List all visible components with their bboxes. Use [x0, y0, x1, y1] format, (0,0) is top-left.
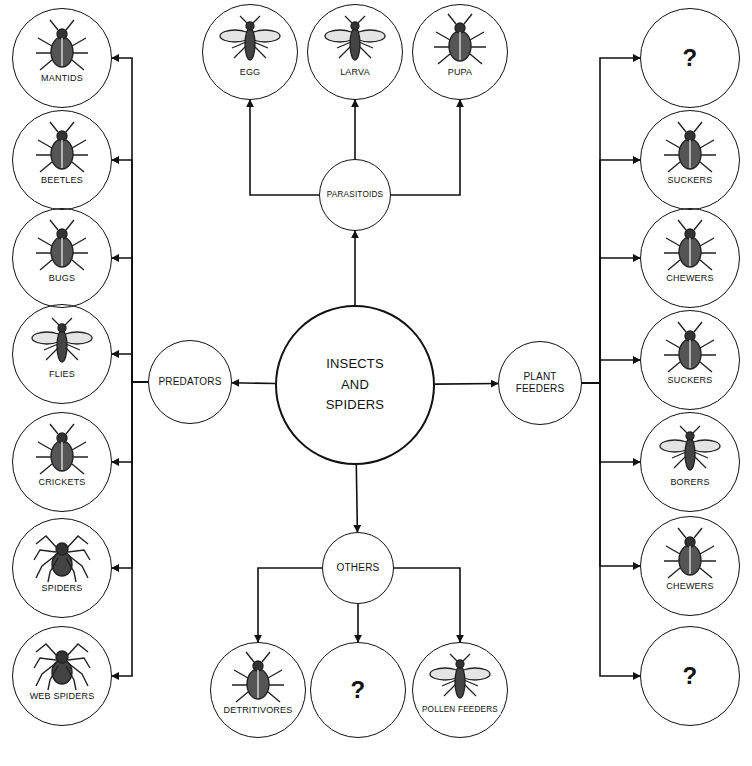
picture-circle: BEETLES — [12, 110, 112, 210]
circle-label: BEETLES — [39, 175, 85, 186]
spider-drawing — [34, 536, 90, 582]
arrow-connector — [394, 568, 460, 642]
circle-label: ? — [351, 676, 366, 705]
arrow-connector — [582, 383, 640, 676]
circle-label: PUPA — [446, 67, 475, 78]
insect-drawing — [664, 528, 716, 578]
arrow-connector — [112, 354, 148, 382]
circle-label: BORERS — [668, 477, 711, 488]
circle-label: BUGS — [47, 273, 77, 284]
arrow-connector — [112, 58, 148, 382]
insect-drawing — [36, 122, 88, 172]
insect-drawing — [664, 322, 716, 372]
picture-circle: MANTIDS — [12, 8, 112, 108]
group-circle: PLANT FEEDERS — [498, 341, 582, 425]
arrow-connector — [354, 100, 356, 159]
picture-circle: WEB SPIDERS — [12, 626, 112, 726]
arrow-connector — [112, 382, 148, 568]
circle-label: SUCKERS — [666, 175, 715, 186]
insect-drawing — [660, 426, 720, 470]
picture-circle: SUCKERS — [640, 110, 740, 210]
picture-circle: CRICKETS — [12, 412, 112, 512]
circle-label: SUCKERS — [666, 375, 715, 386]
picture-circle: FLIES — [12, 304, 112, 404]
picture-circle: LARVA — [307, 4, 403, 100]
arrow-connector — [112, 160, 148, 382]
circle-label: OTHERS — [337, 562, 380, 574]
arrow-connector — [112, 258, 148, 382]
arrow-connector — [435, 383, 498, 385]
circle-label: POLLEN FEEDERS — [420, 705, 501, 715]
arrow-connector — [356, 465, 357, 532]
picture-circle: CHEWERS — [640, 208, 740, 308]
picture-circle: SUCKERS — [640, 310, 740, 410]
arrow-connector — [112, 382, 148, 676]
circle-label: CHEWERS — [664, 273, 715, 284]
insect-drawing — [664, 220, 716, 270]
group-circle: OTHERS — [322, 532, 394, 604]
arrow-connector — [582, 160, 640, 383]
insect-drawing — [36, 20, 88, 70]
spider-drawing — [34, 644, 90, 690]
picture-circle: BORERS — [640, 412, 740, 512]
picture-circle: BUGS — [12, 208, 112, 308]
group-circle: INSECTS AND SPIDERS — [275, 305, 435, 465]
circle-label: PLANT FEEDERS — [508, 371, 572, 395]
circle-label: MANTIDS — [39, 73, 85, 84]
arrow-connector — [112, 382, 148, 462]
insect-drawing — [325, 16, 385, 60]
insect-drawing — [220, 16, 280, 60]
picture-circle: DETRITIVORES — [210, 642, 306, 738]
insect-drawing — [430, 654, 490, 698]
arrow-connector — [582, 383, 640, 462]
group-circle: PREDATORS — [148, 340, 232, 424]
group-circle: PARASITOIDS — [319, 159, 391, 231]
picture-circle: POLLEN FEEDERS — [412, 642, 508, 738]
circle-label: EGG — [238, 67, 263, 78]
picture-circle: SPIDERS — [12, 518, 112, 618]
arrow-connector — [391, 100, 460, 195]
circle-label: PREDATORS — [158, 376, 221, 388]
circle-label: WEB SPIDERS — [28, 691, 97, 702]
arrow-connector — [582, 258, 640, 383]
arrow-connector — [232, 382, 275, 384]
insect-drawing — [434, 14, 486, 64]
circle-label: INSECTS AND SPIDERS — [323, 354, 387, 416]
picture-circle: EGG — [202, 4, 298, 100]
circle-label: ? — [683, 662, 698, 691]
insect-drawing — [36, 424, 88, 474]
circle-label: LARVA — [338, 67, 372, 78]
arrow-connector — [354, 231, 356, 305]
circle-label: ? — [683, 44, 698, 73]
arrow-connector — [582, 383, 640, 566]
insect-drawing — [664, 122, 716, 172]
circle-label: FLIES — [47, 369, 77, 380]
circle-label: PARASITOIDS — [326, 190, 384, 200]
arrow-connector — [357, 604, 359, 642]
unknown-circle: ? — [310, 642, 406, 738]
unknown-circle: ? — [640, 8, 740, 108]
insect-drawing — [32, 318, 92, 362]
circle-label: CRICKETS — [36, 477, 87, 488]
arrow-connector — [258, 568, 322, 642]
arrow-connector — [582, 360, 640, 383]
arrow-connector — [250, 100, 319, 195]
insect-drawing — [36, 220, 88, 270]
picture-circle: PUPA — [412, 4, 508, 100]
circle-label: CHEWERS — [664, 581, 715, 592]
arrow-connector — [582, 58, 640, 383]
circle-label: SPIDERS — [40, 583, 85, 594]
insect-drawing — [232, 652, 284, 702]
circle-label: DETRITIVORES — [222, 705, 295, 716]
picture-circle: CHEWERS — [640, 516, 740, 616]
unknown-circle: ? — [640, 626, 740, 726]
